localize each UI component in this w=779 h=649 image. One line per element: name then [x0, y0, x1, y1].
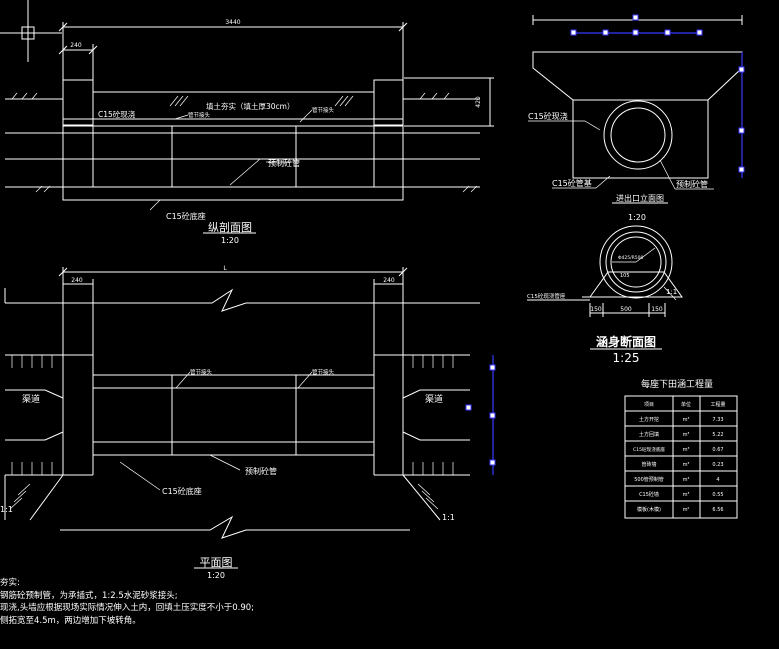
plan-label-channel-right: 渠道	[425, 393, 443, 405]
long-label-joint-1: 管节接头	[188, 111, 211, 119]
long-label-precast: 预制砼管	[268, 158, 300, 168]
table-title: 每座下田涵工程量	[641, 378, 713, 390]
plan-label-channel-left: 渠道	[22, 393, 40, 405]
long-label-joint-2: 管节接头	[312, 106, 335, 114]
table-row-1-item: 土方开挖	[639, 416, 659, 423]
long-label-c15-cast: C15砼现浇	[98, 109, 136, 119]
plan-label-precast: 预制砼管	[245, 466, 277, 476]
table-row-4-item: 管砖墙	[641, 461, 656, 468]
section-dim-left: 150	[590, 306, 602, 313]
table-row-7-item: 模板(木模)	[637, 506, 661, 513]
plan-label-joint-2: 管节接头	[312, 368, 335, 376]
section-dim-right: 150	[651, 306, 663, 313]
table-header-item: 项目	[644, 402, 654, 408]
table-row-6-unit: m³	[683, 492, 690, 498]
longitudinal-section-view[interactable]: 3440 240 420 填土夯实（填土厚30cm） C15砼现浇 管节	[5, 19, 494, 245]
table-row-6-qty: 0.55	[712, 492, 723, 498]
long-label-base: C15砼底座	[166, 211, 206, 221]
plan-view[interactable]: L 240 240	[0, 265, 496, 580]
elev-scale: 1:20	[628, 213, 646, 222]
quantity-table[interactable]: 每座下田涵工程量 项目 单位 工程量 土方开挖 m³ 7.33 土方回填 m³ …	[624, 378, 738, 519]
table-row-7-qty: 6.56	[712, 507, 723, 513]
table-row-5-unit: m³	[683, 477, 690, 483]
note-line: 侧拓宽至4.5m，两边增加下坡转角。	[0, 615, 141, 626]
plan-label-base: C15砼底座	[162, 486, 202, 496]
plan-slope-right: 1:1	[442, 513, 455, 522]
table-row-5-item: 500管预制管	[634, 476, 664, 483]
note-line: 现浇,头墙应根据现场实际情况伸入土内，回填土压实度不小于0.90;	[0, 603, 254, 613]
table-row-7-unit: m²	[683, 507, 690, 513]
elev-label-c15-cast: C15砼现浇	[528, 111, 568, 121]
table-row-3-qty: 0.67	[712, 447, 723, 453]
note-line: 夯实:	[0, 578, 20, 588]
long-dim-end: 240	[70, 42, 82, 49]
plan-slope-left: 1:1	[0, 505, 13, 514]
table-row-1-qty: 7.33	[712, 417, 723, 423]
construction-notes: 夯实: 钢筋砼预制管，为承插式，1:2.5水泥砂浆接头; 现浇,头墙应根据现场实…	[0, 577, 420, 627]
table-row-4-qty: 0.23	[712, 462, 723, 468]
plan-dim-total: L	[223, 265, 227, 272]
long-title: 纵剖面图	[208, 220, 252, 234]
section-label-base: C15砼现浇管座	[527, 292, 566, 300]
table-header-qty: 工程量	[710, 401, 725, 408]
plan-dim-end-right: 240	[383, 277, 395, 284]
table-row-6-item: C15砼墙	[639, 491, 659, 498]
table-header-unit: 单位	[681, 401, 691, 408]
section-scale: 1:25	[613, 351, 640, 365]
plan-label-joint-1: 管节接头	[190, 368, 213, 376]
plan-title: 平面图	[200, 556, 233, 569]
table-row-3-item: C15砼现浇底座	[633, 446, 665, 453]
plan-scale: 1:20	[207, 571, 225, 580]
long-dim-height: 420	[475, 96, 482, 108]
note-line: 钢筋砼预制管，为承插式，1:2.5水泥砂浆接头;	[0, 590, 178, 601]
elev-label-pipe: 预制砼管	[676, 179, 708, 189]
table-row-2-item: 土方回填	[639, 431, 659, 438]
table-row-3-unit: m³	[683, 447, 690, 453]
elevation-view[interactable]: C15砼现浇 C15砼管基 预制砼管 进出口立面图 1:20	[528, 14, 745, 222]
elev-label-base: C15砼管基	[552, 178, 592, 188]
section-title: 涵身断面图	[596, 334, 656, 349]
section-dim-angle: 105	[620, 273, 630, 279]
crosshair-cursor	[0, 0, 62, 62]
section-dim-r: Φ425/R500	[618, 255, 644, 261]
table-row-2-qty: 5.22	[712, 432, 723, 438]
section-dim-mid: 500	[620, 306, 632, 313]
culvert-section-view[interactable]: Φ425/R500 105 C15砼现浇管座 1:1 150 500 150 涵…	[527, 225, 683, 365]
plan-dim-end-left: 240	[71, 277, 83, 284]
long-fill-note: 填土夯实（填土厚30cm）	[206, 101, 294, 111]
long-scale: 1:20	[221, 236, 239, 245]
table-row-1-unit: m³	[683, 417, 690, 423]
table-row-4-unit: m³	[683, 462, 690, 468]
long-dim-total: 3440	[225, 19, 240, 26]
elev-title: 进出口立面图	[616, 193, 664, 203]
table-row-2-unit: m³	[683, 432, 690, 438]
table-row-5-qty: 4	[716, 477, 719, 483]
section-label-slope: 1:1	[666, 288, 677, 296]
